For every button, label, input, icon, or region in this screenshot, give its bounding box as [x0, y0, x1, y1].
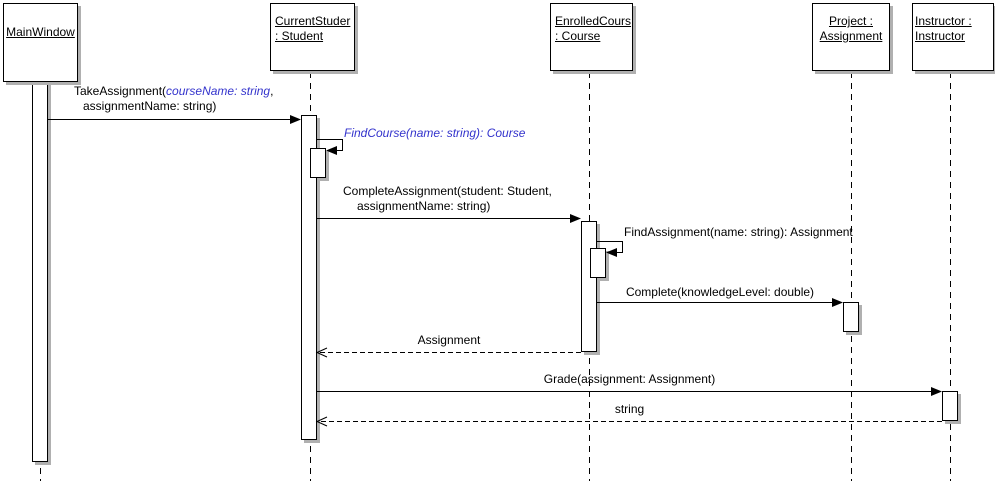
- message-return-assignment-arrow[interactable]: [315, 347, 581, 358]
- activation-enrolledcourse[interactable]: [581, 221, 597, 352]
- message-complete-assignment-arrow[interactable]: [317, 214, 581, 223]
- lifeline-head-label: MainWindow: [6, 25, 75, 39]
- message-complete-arrow[interactable]: [597, 298, 843, 307]
- message-label-grade[interactable]: Grade(assignment: Assignment): [543, 372, 716, 386]
- message-return-string-arrow[interactable]: [315, 416, 942, 427]
- activation-instructor[interactable]: [942, 391, 958, 421]
- lifeline-head-label: : Course: [555, 29, 601, 43]
- message-label-return-assignment[interactable]: Assignment: [417, 333, 481, 347]
- message-text: ,: [270, 84, 274, 98]
- lifeline-head-enrolledcourse[interactable]: EnrolledCours : Course: [550, 3, 633, 71]
- activation-enrolledcourse-nested[interactable]: [590, 248, 606, 278]
- activation-project[interactable]: [843, 302, 859, 332]
- message-take-assignment-arrow[interactable]: [48, 115, 301, 124]
- lifeline-head-label: CurrentStuder: [275, 14, 351, 28]
- message-text: CompleteAssignment(student: Student,: [343, 184, 552, 198]
- lifeline-head-label: EnrolledCours: [555, 14, 632, 28]
- activation-currentstudent[interactable]: [301, 115, 317, 440]
- message-label-find-course[interactable]: FindCourse(name: string): Course: [344, 126, 526, 140]
- message-find-assignment-arrow[interactable]: [596, 241, 623, 258]
- activation-mainwindow[interactable]: [32, 79, 48, 462]
- message-text: TakeAssignment(: [74, 84, 167, 98]
- lifeline-head-label: Project :: [828, 14, 873, 28]
- lifeline-head-mainwindow[interactable]: MainWindow: [3, 3, 78, 82]
- lifeline-head-label: Assignment: [819, 29, 883, 43]
- message-label-return-string[interactable]: string: [614, 402, 645, 416]
- message-text: assignmentName: string): [83, 99, 217, 113]
- message-find-course-arrow[interactable]: [316, 139, 343, 156]
- lifeline-head-label: Instructor: [915, 29, 966, 43]
- message-text-param: courseName: string: [166, 84, 271, 98]
- message-label-complete[interactable]: Complete(knowledgeLevel: double): [625, 285, 815, 299]
- message-label-complete-assignment[interactable]: CompleteAssignment(student: Student, ass…: [343, 184, 552, 214]
- message-grade-arrow[interactable]: [317, 387, 942, 396]
- lifeline-head-label: Instructor :: [915, 14, 972, 28]
- lifeline-head-currentstudent[interactable]: CurrentStuder : Student: [270, 3, 355, 71]
- message-label-find-assignment[interactable]: FindAssignment(name: string): Assignment: [624, 225, 853, 239]
- lifeline-head-project[interactable]: Project : Assignment: [812, 3, 890, 71]
- lifeline-head-label: : Student: [275, 29, 324, 43]
- message-text: assignmentName: string): [357, 199, 491, 213]
- activation-currentstudent-nested[interactable]: [310, 148, 326, 178]
- lifeline-head-instructor[interactable]: Instructor : Instructor: [912, 3, 994, 71]
- message-label-take-assignment[interactable]: TakeAssignment(courseName: string, assig…: [74, 84, 273, 114]
